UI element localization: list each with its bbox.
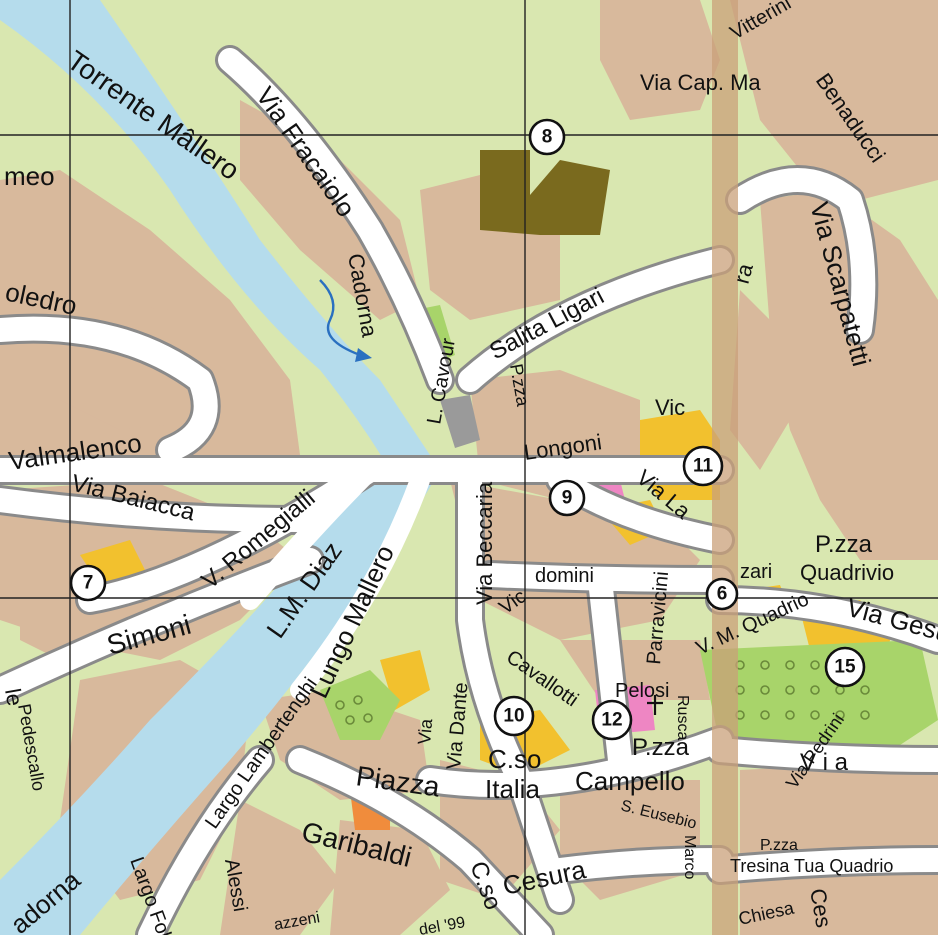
flow-arrow-icon	[319, 279, 361, 357]
label-marco: Marco	[681, 835, 698, 880]
label-campello: Campello	[575, 766, 685, 796]
label-meo: meo	[4, 161, 55, 191]
svg-text:10: 10	[503, 706, 524, 727]
flow-arrowhead-icon	[355, 348, 372, 362]
label-zari: zari	[740, 561, 772, 583]
poi-marker-9[interactable]: 9	[548, 479, 586, 517]
svg-text:12: 12	[601, 710, 622, 731]
label-via-small: Via	[414, 717, 436, 745]
label-rusca: Rusca	[674, 695, 691, 740]
poi-markers: 8 7 9 10 11 12 15 6	[69, 118, 866, 741]
roads	[0, 45, 938, 935]
label-pelosi: Pelosi	[615, 680, 669, 702]
label-cso-italia: C.so	[488, 744, 541, 774]
label-pzza-bottom: P.zza	[760, 837, 798, 854]
label-via-cap: Via Cap. Ma	[640, 70, 761, 95]
poi-marker-11[interactable]: 11	[682, 445, 724, 487]
poi-marker-8[interactable]: 8	[528, 118, 566, 156]
svg-text:9: 9	[562, 488, 573, 509]
label-tresina: Tresina Tua Quadrio	[730, 856, 893, 876]
label-quadrivio: Quadrivio	[800, 560, 894, 585]
svg-text:15: 15	[834, 657, 856, 678]
river-upper	[0, 0, 440, 470]
svg-text:11: 11	[693, 456, 714, 477]
label-vic: Vic	[655, 395, 685, 420]
poi-marker-7[interactable]: 7	[69, 564, 107, 602]
label-pzza-campello: P.zza	[632, 734, 690, 761]
label-domini: domini	[535, 565, 594, 587]
label-via-beccaria: Via Beccaria	[472, 481, 497, 605]
river-lower	[0, 470, 440, 935]
poi-marker-10[interactable]: 10	[493, 695, 535, 737]
label-via99: del '99	[418, 914, 467, 935]
svg-text:7: 7	[83, 573, 94, 594]
poi-marker-6[interactable]: 6	[705, 577, 739, 611]
poi-marker-12[interactable]: 12	[591, 699, 633, 741]
label-italia: Italia	[485, 774, 540, 804]
label-quadrivio-pzza: P.zza	[815, 531, 873, 558]
svg-text:8: 8	[542, 127, 553, 148]
gray-building	[440, 395, 480, 448]
label-via-right: V i a	[800, 749, 849, 776]
church-cross-icon	[647, 695, 663, 715]
label-le: le	[0, 687, 28, 708]
svg-text:6: 6	[717, 584, 728, 605]
poi-marker-15[interactable]: 15	[824, 646, 866, 688]
landmark-building	[480, 150, 610, 235]
